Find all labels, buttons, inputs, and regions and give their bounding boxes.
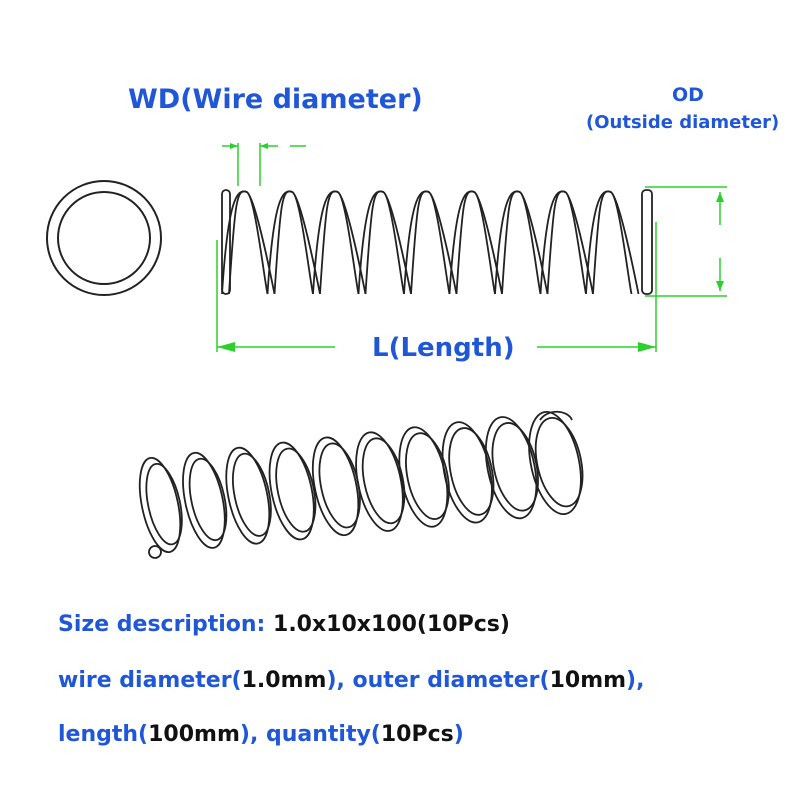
- od-dimension: [645, 186, 727, 297]
- coil-stroke: [494, 190, 542, 295]
- coil-stroke: [266, 190, 314, 295]
- coil-stroke: [364, 190, 412, 295]
- outer-diameter-value: 10mm: [549, 668, 627, 693]
- wire-diameter-label: WD(Wire diameter): [128, 84, 423, 115]
- size-description-value: 1.0x10x100(10Pcs): [265, 612, 510, 637]
- dimension-lines: [216, 143, 727, 352]
- coil-stroke: [273, 190, 321, 295]
- coil-end-cap: [221, 189, 231, 295]
- quantity-value: 10Pcs: [380, 722, 454, 747]
- coil-stroke: [221, 190, 269, 295]
- perspective-coil: [268, 441, 315, 541]
- wire-end: [148, 545, 162, 559]
- quantity-text: ), quantity(: [239, 722, 381, 747]
- size-description-line: Size description: 1.0x10x100(10Pcs): [58, 612, 510, 637]
- coil-stroke: [592, 190, 640, 295]
- perspective-coil: [232, 452, 272, 537]
- end-view-ring: [46, 180, 162, 296]
- coil-stroke: [448, 190, 496, 295]
- outside-diameter-sublabel: (Outside diameter): [586, 112, 780, 133]
- perspective-coil: [448, 427, 495, 516]
- coil-stroke: [410, 190, 458, 295]
- perspective-coil: [441, 421, 493, 524]
- perspective-coil: [311, 436, 360, 537]
- length-label: L(Length): [372, 333, 515, 363]
- coil-stroke: [546, 190, 594, 295]
- outer-diameter-text: ), outer diameter(: [326, 668, 550, 693]
- perspective-coil: [534, 416, 584, 508]
- coil-end-cap: [641, 189, 653, 295]
- length-value: 100mm: [148, 722, 240, 747]
- coil-stroke: [228, 190, 276, 295]
- perspective-coil: [361, 437, 406, 525]
- perspective-coil: [225, 446, 271, 545]
- perspective-coil: [484, 416, 538, 520]
- perspective-coil: [528, 410, 582, 516]
- perspective-coil: [405, 432, 450, 520]
- length-text: length(: [58, 722, 149, 747]
- length-dimension: [216, 222, 657, 352]
- wire-diameter-text: wire diameter(: [58, 668, 242, 693]
- side-view-spring: [221, 189, 653, 295]
- coil-stroke: [501, 190, 549, 295]
- size-description-label: Size description:: [58, 612, 266, 637]
- wire-diameter-value: 1.0mm: [241, 668, 327, 693]
- coil-stroke: [585, 190, 633, 295]
- length-quantity-end: ): [453, 722, 464, 747]
- coil-stroke: [319, 190, 367, 295]
- coil-stroke: [455, 190, 503, 295]
- perspective-coil: [275, 447, 317, 533]
- wire-end-hook: [539, 410, 573, 421]
- coil-stroke: [403, 190, 451, 295]
- perspective-coil: [145, 462, 183, 546]
- coil-stroke: [539, 190, 587, 295]
- length-quantity-line: length(100mm), quantity(10Pcs): [58, 722, 464, 747]
- coil-stroke: [357, 190, 405, 295]
- perspective-coil: [182, 451, 226, 549]
- diameter-spec-end: ),: [626, 668, 645, 693]
- perspective-spring: [138, 410, 584, 559]
- coil-stroke: [312, 190, 360, 295]
- wd-dimension: [222, 143, 306, 186]
- perspective-coil: [138, 456, 182, 554]
- perspective-coil: [491, 422, 539, 512]
- perspective-coil: [188, 457, 228, 542]
- outside-diameter-label: OD: [672, 84, 704, 106]
- diameter-spec-line: wire diameter(1.0mm), outer diameter(10m…: [58, 668, 644, 693]
